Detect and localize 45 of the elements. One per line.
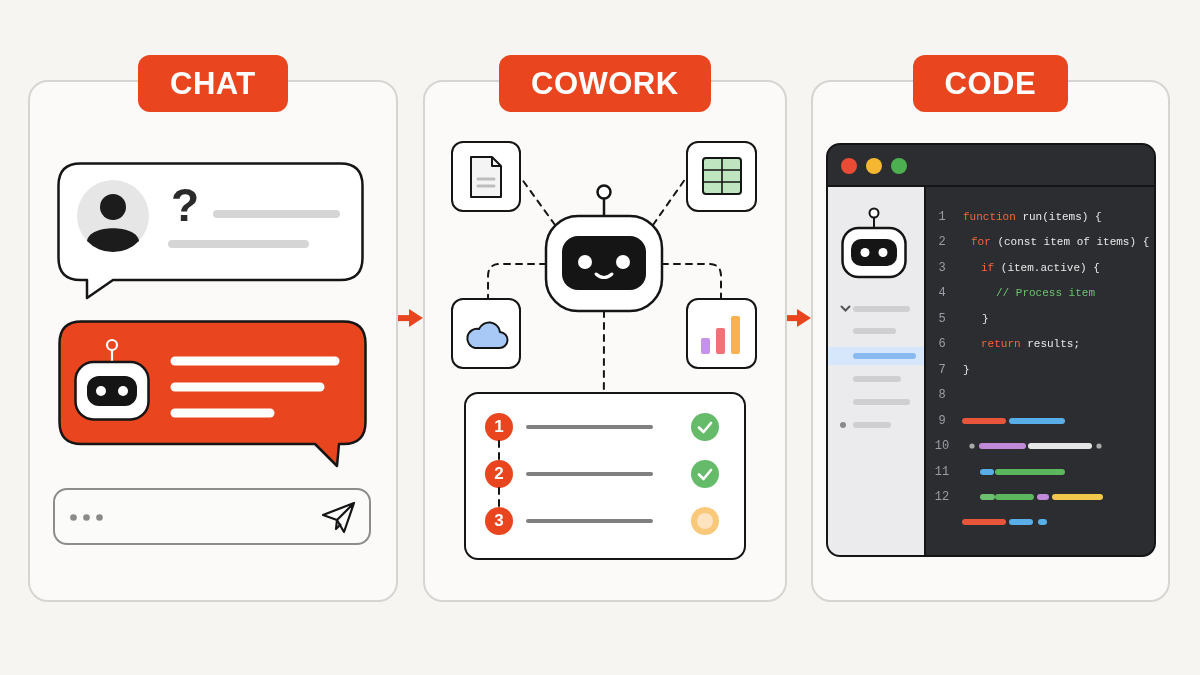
code-line: for (const item of items) {	[971, 235, 1150, 251]
step-number: 2	[485, 460, 513, 488]
line-number: 8	[937, 387, 947, 404]
code-line: function run(items) {	[963, 210, 1102, 225]
icon-tile	[451, 141, 521, 212]
line-number: 10	[933, 438, 951, 455]
icon-tile	[451, 298, 521, 369]
icon-tile	[686, 298, 757, 369]
panel-heading: CODE	[912, 55, 1069, 112]
step-number: 1	[485, 413, 513, 441]
step-number: 3	[485, 507, 513, 535]
panel-heading: COWORK	[499, 55, 711, 112]
dashed-connector	[498, 440, 500, 461]
icon-tile	[686, 141, 757, 212]
question-mark: ?	[171, 182, 200, 228]
line-number: 7	[937, 361, 947, 378]
code-editor-window	[826, 143, 1156, 557]
robot-icon	[544, 183, 664, 313]
code-line: if (item.active) {	[981, 260, 1100, 276]
line-number: 1	[937, 209, 947, 225]
panel	[811, 55, 1170, 602]
line-number: 4	[937, 285, 947, 302]
panel	[423, 55, 787, 602]
panel	[28, 55, 398, 602]
dashed-connector	[498, 487, 500, 508]
dashed-connector	[602, 310, 605, 393]
line-number: 9	[937, 412, 947, 429]
dashed-connector	[487, 263, 547, 299]
line-number: 11	[933, 463, 951, 480]
arrow	[787, 309, 811, 328]
checklist-card	[464, 392, 746, 560]
dashed-connector	[660, 263, 722, 299]
code-line: return results;	[981, 337, 1081, 353]
line-number: 6	[937, 336, 947, 353]
panel-heading: CHAT	[138, 55, 288, 112]
line-number: 3	[937, 259, 947, 276]
code-line: }	[982, 311, 989, 327]
speech-bubble	[57, 162, 364, 300]
speech-bubble	[58, 320, 367, 468]
line-number: 12	[933, 488, 951, 505]
code-line: }	[963, 362, 970, 378]
line-number: 5	[937, 310, 947, 327]
line-number: 2	[937, 234, 947, 251]
code-line: // Process item	[996, 286, 1096, 302]
arrow	[398, 309, 423, 328]
